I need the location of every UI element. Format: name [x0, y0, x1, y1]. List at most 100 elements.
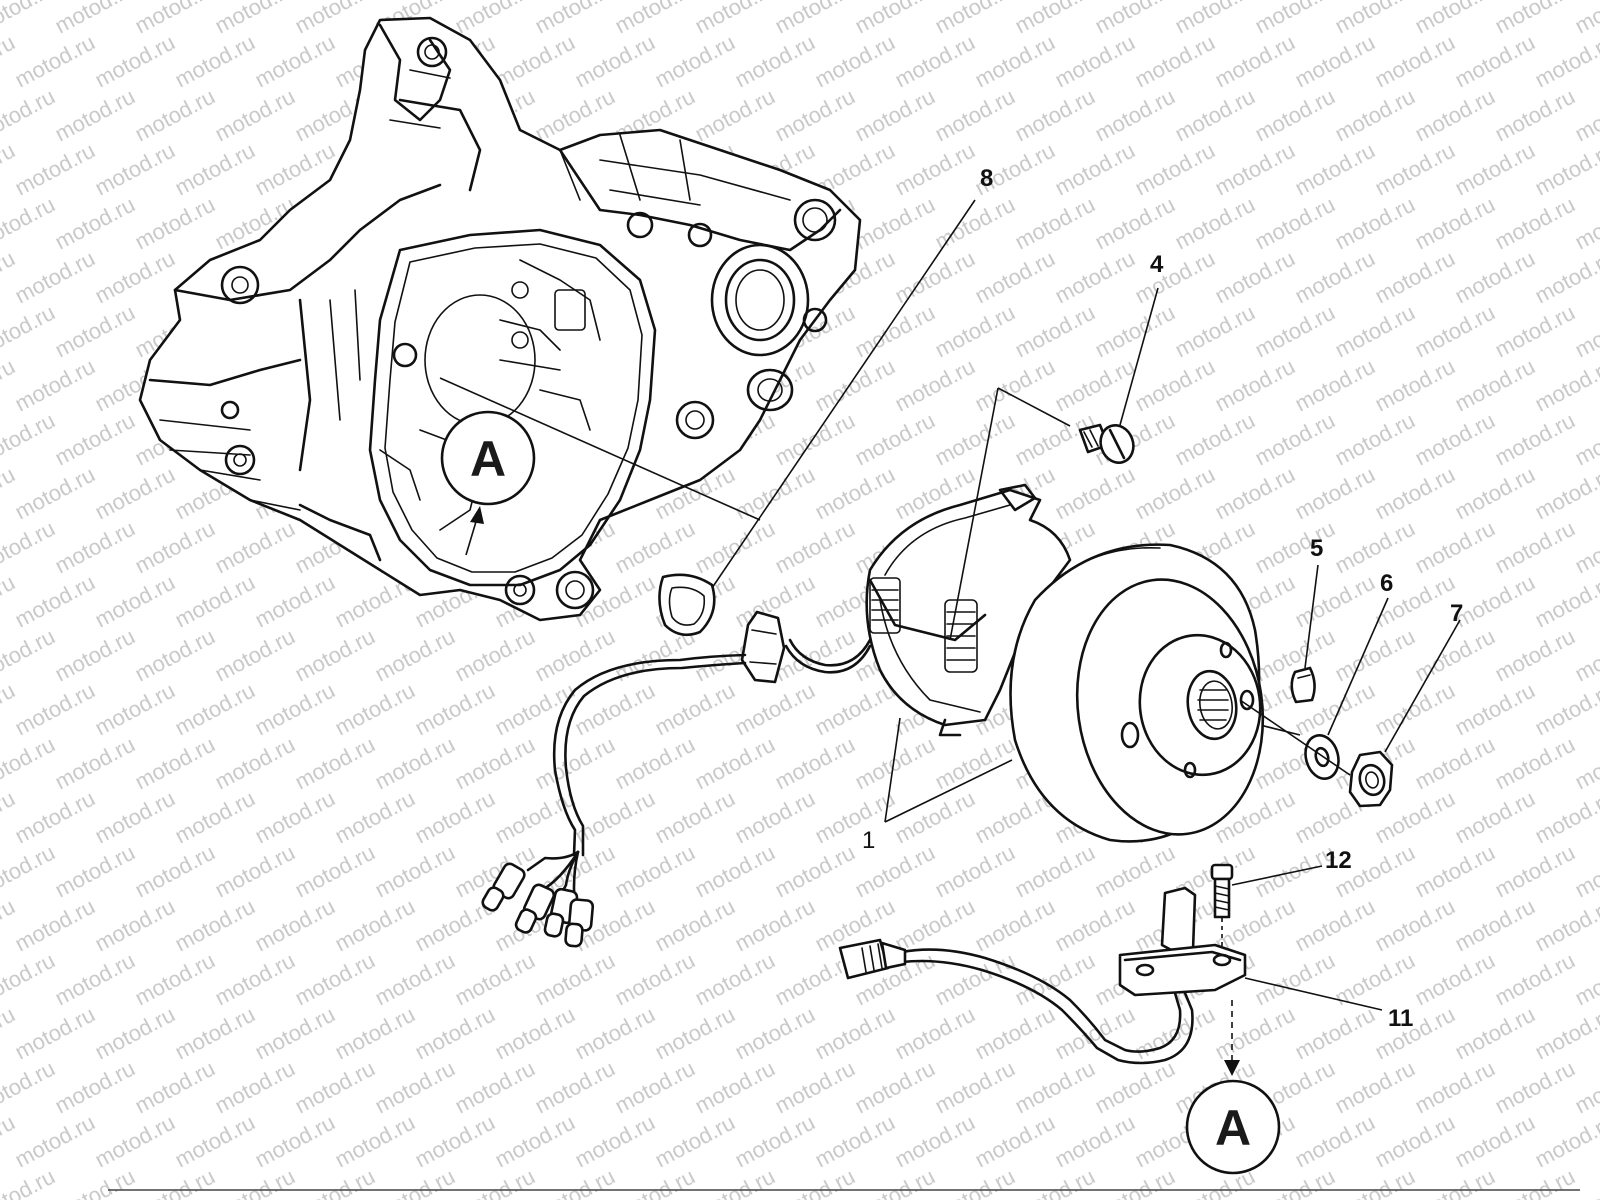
watermark-text: motod.ru	[1211, 354, 1299, 417]
watermark-text: motod.ru	[1211, 246, 1299, 309]
watermark-text: motod.ru	[11, 30, 99, 93]
watermark-text: motod.ru	[1251, 192, 1339, 255]
watermark-text: motod.ru	[1011, 948, 1099, 1011]
watermark-text: motod.ru	[0, 138, 19, 201]
watermark-text: motod.ru	[1091, 192, 1179, 255]
watermark-text: motod.ru	[891, 354, 979, 417]
watermark-text: motod.ru	[1451, 1110, 1539, 1173]
watermark-text: motod.ru	[851, 192, 939, 255]
watermark-text: motod.ru	[1011, 1164, 1099, 1200]
watermark-text: motod.ru	[1451, 30, 1539, 93]
watermark-text: motod.ru	[771, 840, 859, 903]
watermark-text: motod.ru	[731, 894, 819, 957]
watermark-text: motod.ru	[1291, 30, 1379, 93]
watermark-text: motod.ru	[171, 30, 259, 93]
watermark-text: motod.ru	[1051, 138, 1139, 201]
watermark-text: motod.ru	[731, 1110, 819, 1173]
watermark-text: motod.ru	[691, 1164, 779, 1200]
watermark-text: motod.ru	[1371, 894, 1459, 957]
watermark-text: motod.ru	[891, 138, 979, 201]
watermark-text: motod.ru	[571, 1110, 659, 1173]
watermark-text: motod.ru	[731, 30, 819, 93]
watermark-text: motod.ru	[1451, 354, 1539, 417]
watermark-text: motod.ru	[91, 1002, 179, 1065]
watermark-text: motod.ru	[51, 192, 139, 255]
watermark-text: motod.ru	[931, 1164, 1019, 1200]
crankcase	[138, 16, 862, 622]
watermark-text: motod.ru	[1371, 354, 1459, 417]
watermark-text: motod.ru	[931, 300, 1019, 363]
watermark-text: motod.ru	[131, 840, 219, 903]
watermark-text: motod.ru	[1491, 84, 1579, 147]
watermark-text: motod.ru	[891, 786, 979, 849]
watermark-text: motod.ru	[251, 30, 339, 93]
watermark-text: motod.ru	[1091, 0, 1179, 38]
watermark-text: motod.ru	[211, 948, 299, 1011]
watermark-text: motod.ru	[411, 786, 499, 849]
watermark-text: motod.ru	[1091, 300, 1179, 363]
watermark-text: motod.ru	[0, 192, 59, 255]
watermark-text: motod.ru	[811, 462, 899, 525]
watermark-text: motod.ru	[51, 516, 139, 579]
watermark-text: motod.ru	[1251, 408, 1339, 471]
watermark-text: motod.ru	[131, 0, 219, 38]
stator-bracket	[868, 578, 987, 642]
view-marker-a-upper: A	[440, 410, 536, 506]
watermark-text: motod.ru	[1451, 138, 1539, 201]
watermark-text: motod.ru	[91, 894, 179, 957]
watermark-text: motod.ru	[1211, 138, 1299, 201]
watermark-text: motod.ru	[1171, 84, 1259, 147]
watermark-text: motod.ru	[1571, 516, 1600, 579]
watermark-text: motod.ru	[131, 1164, 219, 1200]
watermark-text: motod.ru	[91, 462, 179, 525]
watermark-text: motod.ru	[291, 624, 379, 687]
watermark-text: motod.ru	[171, 786, 259, 849]
watermark-text: motod.ru	[211, 1056, 299, 1119]
watermark-text: motod.ru	[1211, 30, 1299, 93]
watermark-text: motod.ru	[1131, 138, 1219, 201]
watermark-text: motod.ru	[1251, 948, 1339, 1011]
watermark-text: motod.ru	[891, 1110, 979, 1173]
watermark-text: motod.ru	[1451, 246, 1539, 309]
watermark-text: motod.ru	[331, 786, 419, 849]
watermark-text: motod.ru	[1451, 894, 1539, 957]
watermark-text: motod.ru	[1291, 570, 1379, 633]
watermark-text: motod.ru	[1291, 246, 1379, 309]
watermark-text: motod.ru	[491, 678, 579, 741]
watermark-text: motod.ru	[0, 300, 59, 363]
watermark-text: motod.ru	[1411, 732, 1499, 795]
watermark-text: motod.ru	[931, 840, 1019, 903]
view-arrow-upper	[465, 506, 484, 556]
callout-8: 8	[980, 165, 993, 192]
watermark-text: motod.ru	[291, 1056, 379, 1119]
watermark-text: motod.ru	[611, 0, 699, 38]
watermark-text: motod.ru	[1331, 1164, 1419, 1200]
watermark-text: motod.ru	[891, 894, 979, 957]
watermark-text: motod.ru	[731, 462, 819, 525]
watermark-text: motod.ru	[691, 0, 779, 38]
watermark-text: motod.ru	[291, 0, 379, 38]
watermark-text: motod.ru	[491, 786, 579, 849]
watermark-text: motod.ru	[1051, 30, 1139, 93]
watermark-text: motod.ru	[11, 570, 99, 633]
watermark-text: motod.ru	[651, 678, 739, 741]
watermark-text: motod.ru	[931, 408, 1019, 471]
watermark-text: motod.ru	[771, 84, 859, 147]
watermark-text: motod.ru	[331, 1110, 419, 1173]
view-marker-a-upper-label: A	[470, 431, 506, 487]
callout-7: 7	[1450, 600, 1463, 627]
watermark-text: motod.ru	[811, 30, 899, 93]
watermark-text: motod.ru	[0, 30, 19, 93]
watermark-text: motod.ru	[371, 1164, 459, 1200]
watermark-text: motod.ru	[131, 732, 219, 795]
watermark-text: motod.ru	[291, 948, 379, 1011]
watermark-text: motod.ru	[1371, 30, 1459, 93]
watermark-text: motod.ru	[691, 1056, 779, 1119]
watermark-text: motod.ru	[1531, 678, 1600, 741]
watermark-text: motod.ru	[1491, 624, 1579, 687]
watermark-text: motod.ru	[371, 948, 459, 1011]
watermark-text: motod.ru	[611, 1164, 699, 1200]
watermark-text: motod.ru	[251, 786, 339, 849]
callout-5: 5	[1310, 535, 1323, 562]
